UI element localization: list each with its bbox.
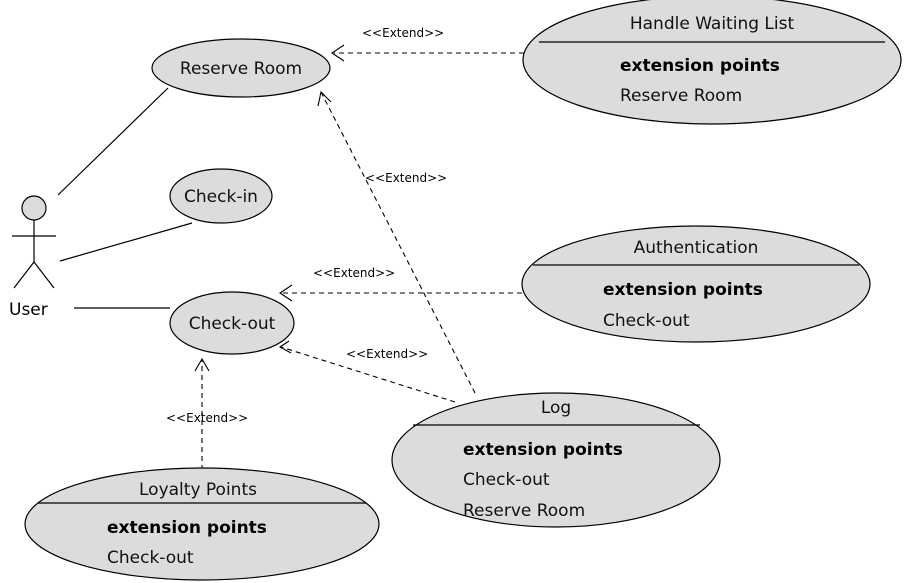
extension-points-heading: extension points — [107, 518, 267, 538]
actor-user[interactable]: User — [9, 195, 56, 320]
actor-left-leg — [13, 261, 35, 289]
extend-arrowhead — [279, 284, 293, 302]
extension-point-item: Check-out — [107, 548, 194, 568]
extend-waiting-list-to-reserve-room: <<Extend>> — [331, 26, 524, 62]
use-case-title: Log — [541, 398, 571, 418]
use-case-log[interactable]: Log extension points Check-out Reserve R… — [391, 392, 721, 528]
use-case-handle-waiting-list[interactable]: Handle Waiting List extension points Res… — [522, 0, 902, 125]
extend-label: <<Extend>> — [365, 171, 447, 185]
extension-point-item: Reserve Room — [620, 86, 742, 106]
extend-line — [320, 91, 476, 394]
use-case-reserve-room[interactable]: Reserve Room — [151, 38, 331, 98]
extend-log-to-reserve-room: <<Extend>> — [317, 90, 476, 394]
use-case-title: Authentication — [634, 238, 759, 258]
extension-points-heading: extension points — [463, 440, 623, 460]
use-case-loyalty-points[interactable]: Loyalty Points extension points Check-ou… — [24, 467, 380, 581]
extend-arrowhead — [331, 44, 345, 62]
association-check-in — [59, 222, 193, 262]
use-case-check-out[interactable]: Check-out — [169, 291, 295, 355]
use-case-label: Check-out — [189, 314, 276, 334]
use-case-title: Handle Waiting List — [630, 14, 795, 34]
extension-point-item: Check-out — [463, 470, 550, 490]
extend-arrowhead — [194, 357, 210, 372]
use-case-check-in[interactable]: Check-in — [169, 168, 273, 224]
extend-log-to-check-out: <<Extend>> — [278, 340, 456, 403]
extension-points-heading: extension points — [603, 280, 763, 300]
extension-points-heading: extension points — [620, 56, 780, 76]
actor-right-leg — [33, 261, 55, 289]
extend-label: <<Extend>> — [313, 266, 395, 280]
extend-line — [280, 346, 456, 403]
extension-point-item: Reserve Room — [463, 501, 585, 521]
extend-arrowhead — [278, 340, 292, 354]
use-case-authentication[interactable]: Authentication extension points Check-ou… — [521, 225, 871, 343]
extend-label: <<Extend>> — [166, 411, 248, 425]
use-case-label: Check-in — [184, 187, 258, 207]
use-case-label: Reserve Room — [180, 59, 302, 79]
extension-point-item: Check-out — [603, 311, 690, 331]
extend-arrowhead — [317, 90, 332, 107]
use-case-title: Loyalty Points — [139, 480, 257, 500]
association-reserve-room — [57, 87, 169, 196]
extend-loyalty-to-check-out: <<Extend>> — [166, 357, 248, 470]
extend-label: <<Extend>> — [362, 26, 444, 40]
actor-head — [21, 195, 47, 221]
actor-label: User — [9, 300, 48, 320]
extend-label: <<Extend>> — [346, 347, 428, 361]
extend-authentication-to-check-out: <<Extend>> — [279, 266, 522, 302]
